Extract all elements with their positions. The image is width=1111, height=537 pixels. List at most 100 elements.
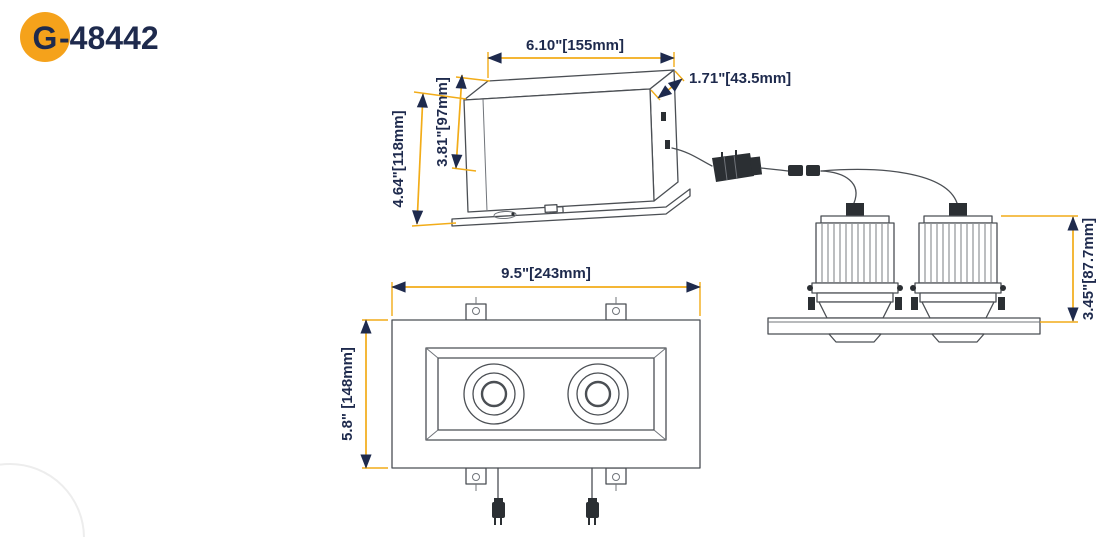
module1-cap xyxy=(820,215,890,224)
pigtail-right-plug xyxy=(586,502,599,518)
dimension-trim-height-label: 5.8" [148mm] xyxy=(339,347,356,441)
lens-right xyxy=(567,363,629,425)
pigtail-left xyxy=(492,467,505,525)
dimension-trim-width: 9.5"[243mm] xyxy=(391,265,701,316)
wire-to-light-1 xyxy=(820,170,857,204)
logo: G -48442 xyxy=(20,12,159,62)
dimension-box-overall-label: 4.64"[118mm] xyxy=(390,110,407,207)
trim-bezel-1 xyxy=(828,333,882,343)
bevel-corner-chamfers xyxy=(425,347,667,441)
module2-fins xyxy=(924,224,992,282)
dimension-box-height-line xyxy=(451,74,467,169)
module1-clip-left xyxy=(808,297,815,310)
dimension-box-overall-extensions xyxy=(411,91,467,227)
bottom-tab-left xyxy=(465,467,487,485)
bottom-tab-screw-right xyxy=(612,473,620,481)
pigtail-left-plug xyxy=(492,502,505,518)
downlight-module-1 xyxy=(807,203,903,319)
module2-ring xyxy=(919,292,997,303)
module2-clip-right xyxy=(998,297,1005,310)
pigtail-right-prongs xyxy=(588,518,596,525)
dimension-box-width-label: 6.10"[155mm] xyxy=(526,37,624,54)
inline-connector-b xyxy=(806,165,820,176)
junction-box-right-face xyxy=(649,69,679,202)
front-face-latch xyxy=(544,204,558,213)
trim-bezel-2 xyxy=(931,333,985,343)
module1-screw-left xyxy=(807,285,813,291)
top-tab-screw-left xyxy=(472,307,480,315)
top-tab-screw-right xyxy=(612,307,620,315)
dimension-box-depth: 1.71"[43.5mm] xyxy=(650,70,791,101)
dimension-box-height: 3.81"[97mm] xyxy=(434,74,491,172)
pigtail-left-prongs xyxy=(494,518,502,525)
lens-right-mid-ring xyxy=(576,372,620,416)
downlight-side-view xyxy=(767,203,1041,343)
module1-fins xyxy=(821,224,889,282)
pigtail-right-collar xyxy=(588,498,597,503)
bottom-tab-springs xyxy=(475,484,617,491)
dimension-box-depth-line xyxy=(657,78,683,99)
logo-model-number: -48442 xyxy=(59,20,159,56)
module2-flange xyxy=(914,282,1002,294)
trim-plate-side xyxy=(767,317,1041,335)
pigtail-left-collar xyxy=(494,498,503,503)
plate-knockout-screw xyxy=(511,212,515,216)
module1-heatsink xyxy=(815,222,895,284)
plate-knockout-oval xyxy=(493,210,517,220)
module1-screw-right xyxy=(897,285,903,291)
module2-screw-left xyxy=(910,285,916,291)
junction-box-mounting-plate xyxy=(451,188,691,227)
dimension-box-width: 6.10"[155mm] xyxy=(487,37,675,78)
trim-inner-aperture xyxy=(437,357,655,431)
junction-box-front-face xyxy=(463,88,655,213)
top-tab-right xyxy=(605,303,627,321)
plug-ridges xyxy=(723,154,738,181)
wire-between-connectors xyxy=(760,167,789,172)
lens-left-outer-ring xyxy=(463,363,525,425)
quick-connect-plug xyxy=(712,153,754,182)
lens-right-outer-ring xyxy=(567,363,629,425)
module2-gimbal xyxy=(921,301,995,319)
pigtail-right xyxy=(586,467,599,525)
module1-gimbal xyxy=(818,301,892,319)
top-tab-left xyxy=(465,303,487,321)
front-face-seam xyxy=(482,98,488,212)
module2-screw-right xyxy=(1000,285,1006,291)
logo-letter: G xyxy=(33,20,58,56)
dimension-fixture-height-label: 3.45"[87.7mm] xyxy=(1080,218,1097,320)
top-tab-springs xyxy=(475,297,617,304)
watermark-circle xyxy=(0,463,85,537)
lens-right-inner-ring xyxy=(584,380,612,408)
dimension-fixture-height: 3.45"[87.7mm] xyxy=(1001,215,1097,323)
inline-connector-a xyxy=(788,165,803,176)
module2-heatsink xyxy=(918,222,998,284)
bottom-tab-screw-left xyxy=(472,473,480,481)
module2-clip-left xyxy=(911,297,918,310)
module2-top-connector xyxy=(949,203,967,216)
plug-nut xyxy=(749,156,763,176)
junction-box-view xyxy=(451,69,691,227)
dimension-box-overall-line xyxy=(412,93,428,225)
dimension-box-depth-label: 1.71"[43.5mm] xyxy=(689,70,791,87)
plug-pins xyxy=(721,150,737,157)
module2-cap xyxy=(923,215,993,224)
wire-from-box xyxy=(671,147,713,167)
trim-front-view xyxy=(391,297,701,525)
module1-clip-right xyxy=(895,297,902,310)
module1-flange xyxy=(811,282,899,294)
lens-left-inner-ring xyxy=(480,380,508,408)
dimension-trim-width-label: 9.5"[243mm] xyxy=(501,265,591,282)
module1-ring xyxy=(816,292,894,303)
dimension-box-height-label: 3.81"[97mm] xyxy=(434,77,451,167)
lens-left xyxy=(463,363,525,425)
right-face-slot-2 xyxy=(665,140,670,149)
downlight-module-2 xyxy=(910,203,1006,319)
module1-top-connector xyxy=(846,203,864,216)
logo-circle xyxy=(20,12,70,62)
dimension-box-overall-height: 4.64"[118mm] xyxy=(390,91,467,227)
wire-to-light-2 xyxy=(820,168,958,204)
wire-harness xyxy=(671,147,958,204)
dimension-trim-height: 5.8" [148mm] xyxy=(339,319,388,469)
right-face-slot-1 xyxy=(661,112,666,121)
